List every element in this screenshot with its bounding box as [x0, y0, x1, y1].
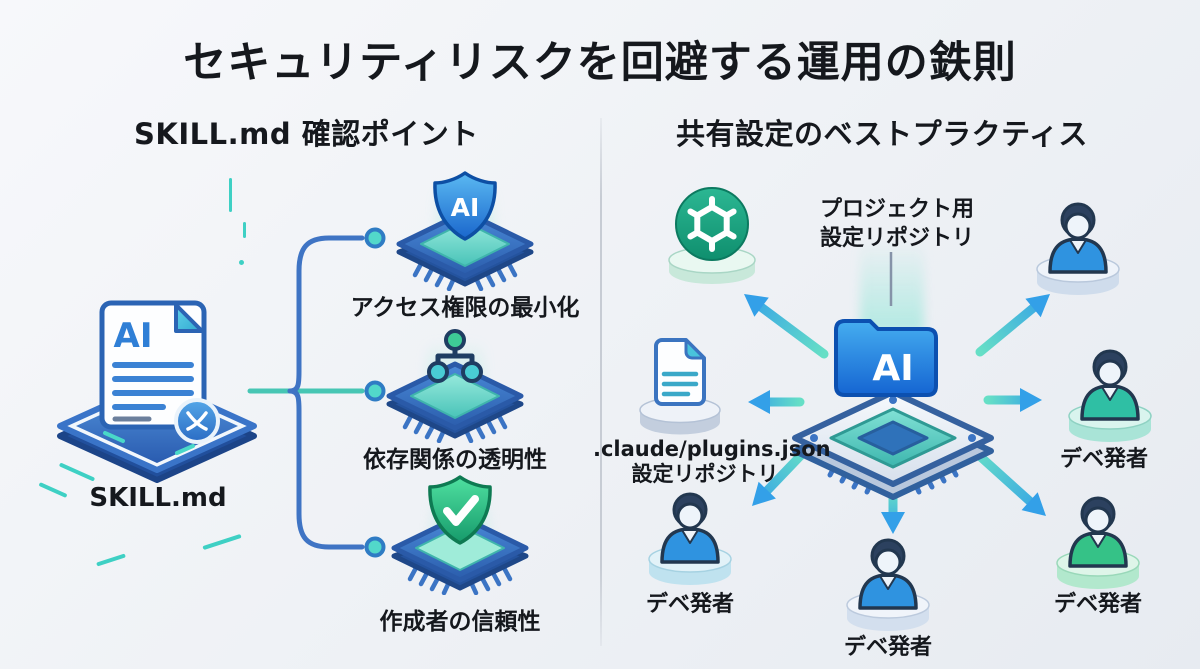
checkpoint-label: アクセス権限の最小化 — [350, 295, 580, 321]
config-file-label-line1: .claude/plugins.json — [593, 437, 831, 461]
tree-glyph — [427, 329, 483, 383]
project-repo-label: プロジェクト用 設定リポジトリ — [820, 195, 974, 253]
developer-icon — [1023, 188, 1133, 298]
ai-document-chip-icon: AI — [45, 285, 270, 500]
badge-icon — [174, 398, 220, 444]
shield-check-icon — [365, 470, 555, 596]
deco-line — [243, 222, 246, 238]
ai-folder-chip-icon: AI — [780, 288, 1006, 528]
green-shield — [428, 475, 492, 545]
blue-shield: AI — [433, 171, 497, 241]
openai-logo-icon — [662, 184, 762, 286]
right-section-header: 共有設定のベストプラクティス — [676, 117, 1088, 151]
developer-label: デベ発者 — [1053, 592, 1142, 617]
ai-folder: AI — [834, 319, 938, 397]
developer-icon — [1055, 335, 1165, 445]
config-file-label-line2: 設定リポジトリ — [631, 462, 779, 486]
check-icon — [443, 495, 479, 526]
checkpoint-label: 依存関係の透明性 — [363, 447, 547, 473]
config-file-icon — [630, 332, 730, 437]
developer-icon — [1043, 482, 1153, 592]
folder-ai-text: AI — [872, 348, 913, 389]
developer-label: デベ発者 — [843, 635, 932, 660]
checkpoint-label: 作成者の信頼性 — [379, 609, 541, 635]
left-section-header: SKILL.md 確認ポイント — [134, 117, 479, 151]
deco-dot — [239, 260, 244, 265]
deco-line — [202, 533, 242, 551]
deco-line — [96, 553, 126, 567]
developer-icon — [833, 524, 943, 634]
dependency-tree-icon — [360, 318, 550, 444]
deco-line — [229, 178, 232, 212]
section-divider — [600, 118, 602, 646]
developer-label: デベ発者 — [645, 592, 734, 617]
openai-knot — [687, 196, 737, 252]
source-label: SKILL.md — [89, 483, 227, 513]
project-repo-label-line2: 設定リポジトリ — [820, 226, 975, 251]
shield-ai-icon: AI — [370, 166, 560, 292]
document: AI — [99, 300, 207, 430]
shield-ai-text: AI — [451, 193, 480, 222]
document-ai-text: AI — [114, 316, 153, 356]
page-title: セキュリティリスクを回避する運用の鉄則 — [183, 38, 1017, 88]
project-repo-label-line1: プロジェクト用 — [820, 197, 975, 222]
config-file-label: .claude/plugins.json 設定リポジトリ — [593, 437, 831, 487]
developer-label: デベ発者 — [1059, 447, 1148, 472]
developer-icon — [635, 478, 745, 588]
